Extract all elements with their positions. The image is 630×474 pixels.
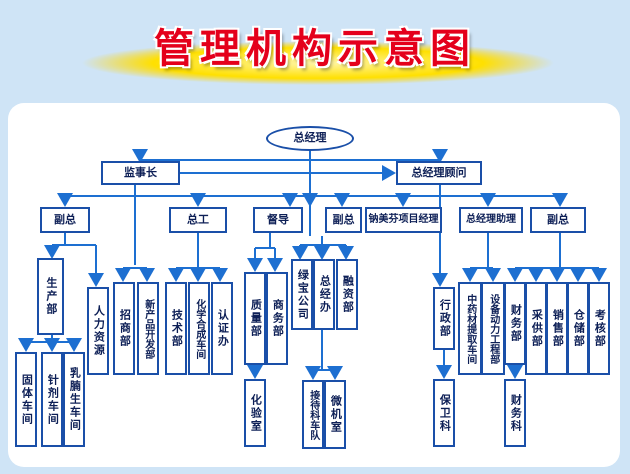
node-inspector: 督导 bbox=[253, 207, 303, 233]
node-green-treasure-company: 绿宝公司 bbox=[291, 259, 313, 330]
node-admin-dept: 行政部 bbox=[433, 287, 455, 350]
node-tech-dept: 技术部 bbox=[165, 282, 187, 375]
node-vice-gm-middle: 副总 bbox=[325, 207, 362, 233]
node-gm-office: 总经办 bbox=[313, 259, 335, 330]
node-recruiting-dept: 招商部 bbox=[113, 282, 135, 375]
node-solid-workshop: 固体车间 bbox=[15, 352, 37, 447]
node-quality-dept: 质量部 bbox=[244, 272, 266, 365]
node-micro-room: 微机室 bbox=[324, 380, 346, 449]
node-assessment-dept: 考核部 bbox=[588, 282, 610, 375]
node-new-product-dept: 新产品开发部 bbox=[137, 282, 159, 375]
node-emulsion-workshop: 乳腩生车间 bbox=[63, 352, 85, 447]
node-warehouse-dept: 仓储部 bbox=[567, 282, 589, 375]
node-lab: 化验室 bbox=[244, 379, 266, 447]
node-project-manager: 钠美芬项目经理 bbox=[365, 207, 442, 233]
node-finance-dept: 财务部 bbox=[504, 282, 526, 365]
title-banner bbox=[82, 41, 554, 85]
node-business-dept: 商务部 bbox=[266, 272, 288, 365]
node-herbal-workshop: 中药材提取车间 bbox=[458, 282, 482, 375]
node-sales-dept: 销售部 bbox=[546, 282, 568, 375]
page-title: 管理机构示意图 bbox=[154, 26, 476, 72]
node-financing-dept: 融资部 bbox=[336, 259, 358, 330]
node-purchasing-dept: 采供部 bbox=[525, 282, 547, 375]
node-equipment-dept: 设备动力工程部 bbox=[481, 282, 505, 375]
node-hr: 人力资源 bbox=[87, 287, 109, 375]
node-chem-workshop: 化学合成车间 bbox=[188, 282, 210, 375]
node-reception-fleet: 接待科车队 bbox=[302, 380, 324, 449]
node-injection-workshop: 针剂车间 bbox=[41, 352, 63, 447]
node-production-dept: 生产部 bbox=[37, 258, 64, 335]
node-finance-section: 财务科 bbox=[504, 379, 526, 447]
node-vice-gm-left: 副总 bbox=[40, 207, 90, 233]
node-security-section: 保卫科 bbox=[433, 379, 455, 447]
node-ceo: 总经理 bbox=[266, 126, 354, 151]
node-chief-engineer: 总工 bbox=[169, 207, 227, 233]
node-vice-gm-right: 副总 bbox=[530, 207, 586, 233]
node-advisor: 总经理顾问 bbox=[396, 161, 482, 185]
node-certification-office: 认证办 bbox=[211, 282, 233, 375]
node-supervisor: 监事长 bbox=[101, 161, 180, 185]
node-assistant-gm: 总经理助理 bbox=[459, 207, 523, 233]
